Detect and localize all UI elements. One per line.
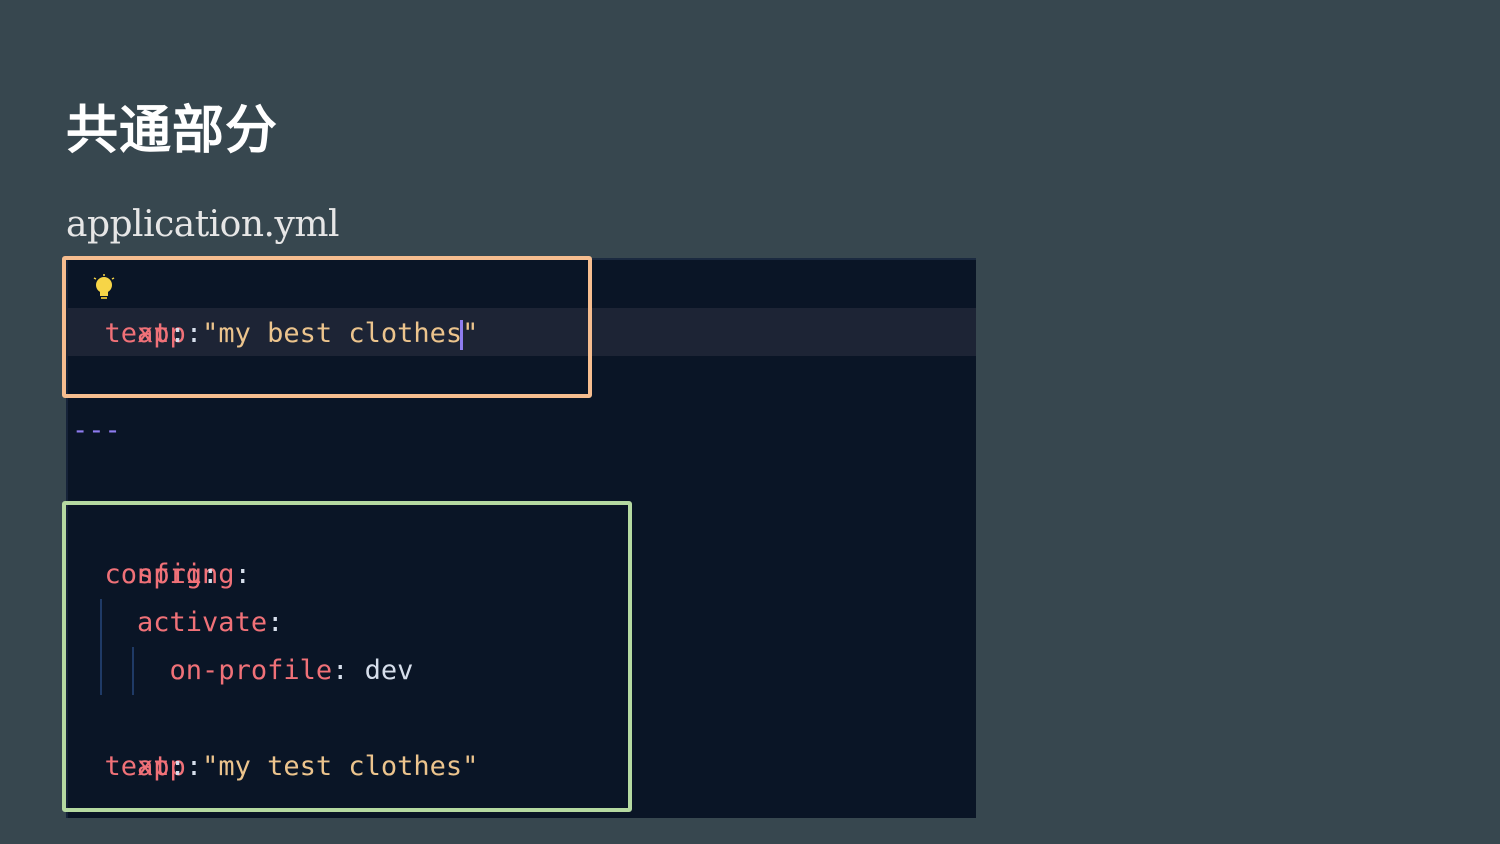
code-line-app-common[interactable]: app: [72,262,202,349]
code-line-config[interactable]: config: [72,551,219,599]
common-section-highlight-box [62,256,592,398]
yaml-key: app [137,318,186,349]
yaml-colon: : [185,751,203,782]
code-editor[interactable]: app: text: "my best clothes" --- spring:… [66,258,976,818]
slide-title: 共通部分 [66,101,279,161]
yaml-colon: : [169,751,186,782]
yaml-colon: : [332,655,349,686]
code-line-app-profile[interactable]: app: [72,695,202,782]
yaml-key: activate [137,607,268,638]
yaml-key: on-profile [169,655,333,686]
yaml-colon: : [202,559,219,590]
editor-gutter [66,258,68,818]
lightbulb-icon[interactable] [92,274,116,302]
code-line-activate[interactable]: activate: [72,599,283,647]
text-cursor [460,319,464,350]
yaml-value: dev [348,655,414,686]
yaml-colon: : [267,607,284,638]
indent-guide [132,647,134,695]
yaml-key: spring [137,559,235,590]
yaml-colon: : [169,318,186,349]
yaml-string-close: " [462,318,479,349]
code-line-text-common[interactable]: text: "my best clothes" [72,310,478,358]
yaml-string-value: "my test clothes" [185,751,479,782]
file-name: application.yml [66,204,339,245]
indent-guide [100,599,102,695]
yaml-key: text [104,751,170,782]
document-separator[interactable]: --- [72,415,121,446]
yaml-key: app [137,751,186,782]
yaml-string-value: "my best clothes [185,318,463,349]
code-line-on-profile[interactable]: on-profile: dev [72,647,414,695]
yaml-key: text [104,318,170,349]
profile-section-highlight-box [62,501,632,812]
current-line-highlight [66,308,976,356]
code-line-text-profile[interactable]: text: "my test clothes" [72,743,479,791]
yaml-key: config [104,559,203,590]
code-line-spring[interactable]: spring: [72,503,251,590]
yaml-colon: : [185,318,203,349]
yaml-colon: : [234,559,251,590]
